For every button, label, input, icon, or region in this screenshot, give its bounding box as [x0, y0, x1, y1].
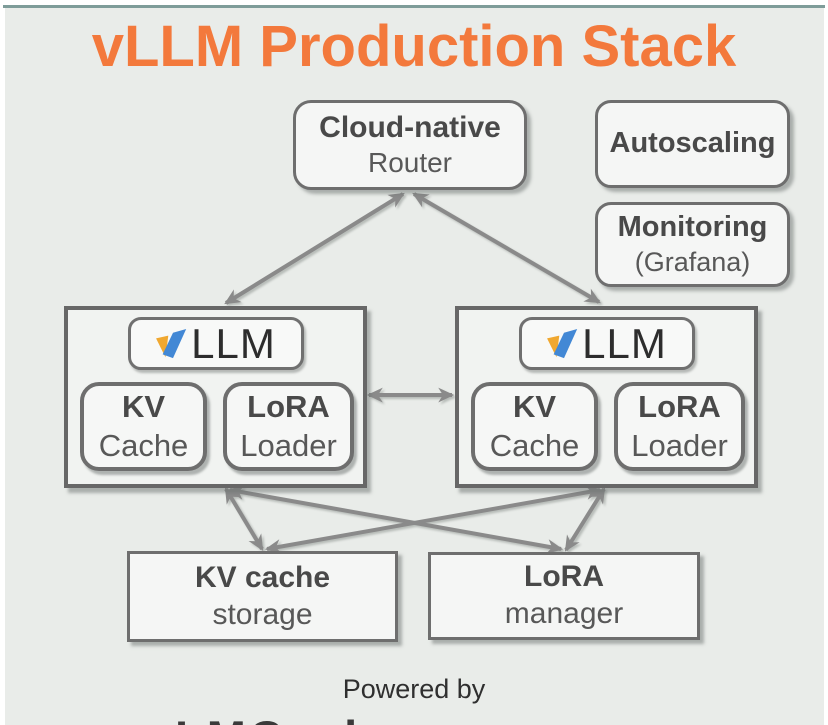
kv-cache-storage-title: KV cache [194, 560, 331, 594]
kv-cache-title: KV [512, 388, 557, 424]
page-title: vLLM Production Stack [91, 14, 737, 79]
node-kv-cache-storage: KV cache storage [127, 551, 398, 642]
lora-loader-subtitle: Loader [631, 427, 728, 463]
kv-cache-storage-subtitle: storage [212, 597, 313, 631]
kv-cache-subtitle: Cache [98, 427, 189, 463]
kv-cache-subtitle: Cache [489, 427, 580, 463]
vllm-logo-v-icon [547, 329, 578, 359]
lora-manager-title: LoRA [524, 560, 604, 594]
vllm-pod-right: LLM KV Cache LoRA Loader [455, 306, 758, 488]
node-kv-cache: KV Cache [471, 382, 598, 471]
node-monitoring: Monitoring (Grafana) [595, 202, 790, 287]
node-kv-cache: KV Cache [80, 382, 207, 471]
router-title: Cloud-native [319, 110, 501, 144]
monitoring-subtitle: (Grafana) [634, 246, 751, 277]
vllm-logo-text: LLM [582, 319, 667, 367]
vllm-logo-box: LLM [128, 317, 304, 370]
vllm-logo-v-icon [156, 329, 187, 359]
vllm-logo-box: LLM [519, 317, 695, 370]
lora-loader-subtitle: Loader [240, 427, 337, 463]
node-lora-manager: LoRA manager [428, 552, 700, 640]
lora-manager-subtitle: manager [504, 597, 624, 630]
top-rule-divider [3, 5, 825, 8]
autoscaling-title: Autoscaling [609, 127, 776, 160]
node-lora-loader: LoRA Loader [614, 382, 745, 471]
lora-loader-title: LoRA [247, 388, 330, 424]
powered-by-label: Powered by [342, 674, 486, 704]
node-lora-loader: LoRA Loader [223, 382, 354, 471]
vllm-logo-text: LLM [191, 319, 276, 367]
vllm-pod-left: LLM KV Cache LoRA Loader [64, 306, 367, 488]
lora-loader-title: LoRA [638, 388, 721, 424]
lmcache-logo: LMCache [175, 710, 405, 725]
kv-cache-title: KV [121, 388, 166, 424]
router-subtitle: Router [367, 147, 453, 179]
node-autoscaling: Autoscaling [595, 100, 790, 188]
monitoring-title: Monitoring [617, 211, 768, 244]
node-cloud-native-router: Cloud-native Router [293, 100, 527, 190]
